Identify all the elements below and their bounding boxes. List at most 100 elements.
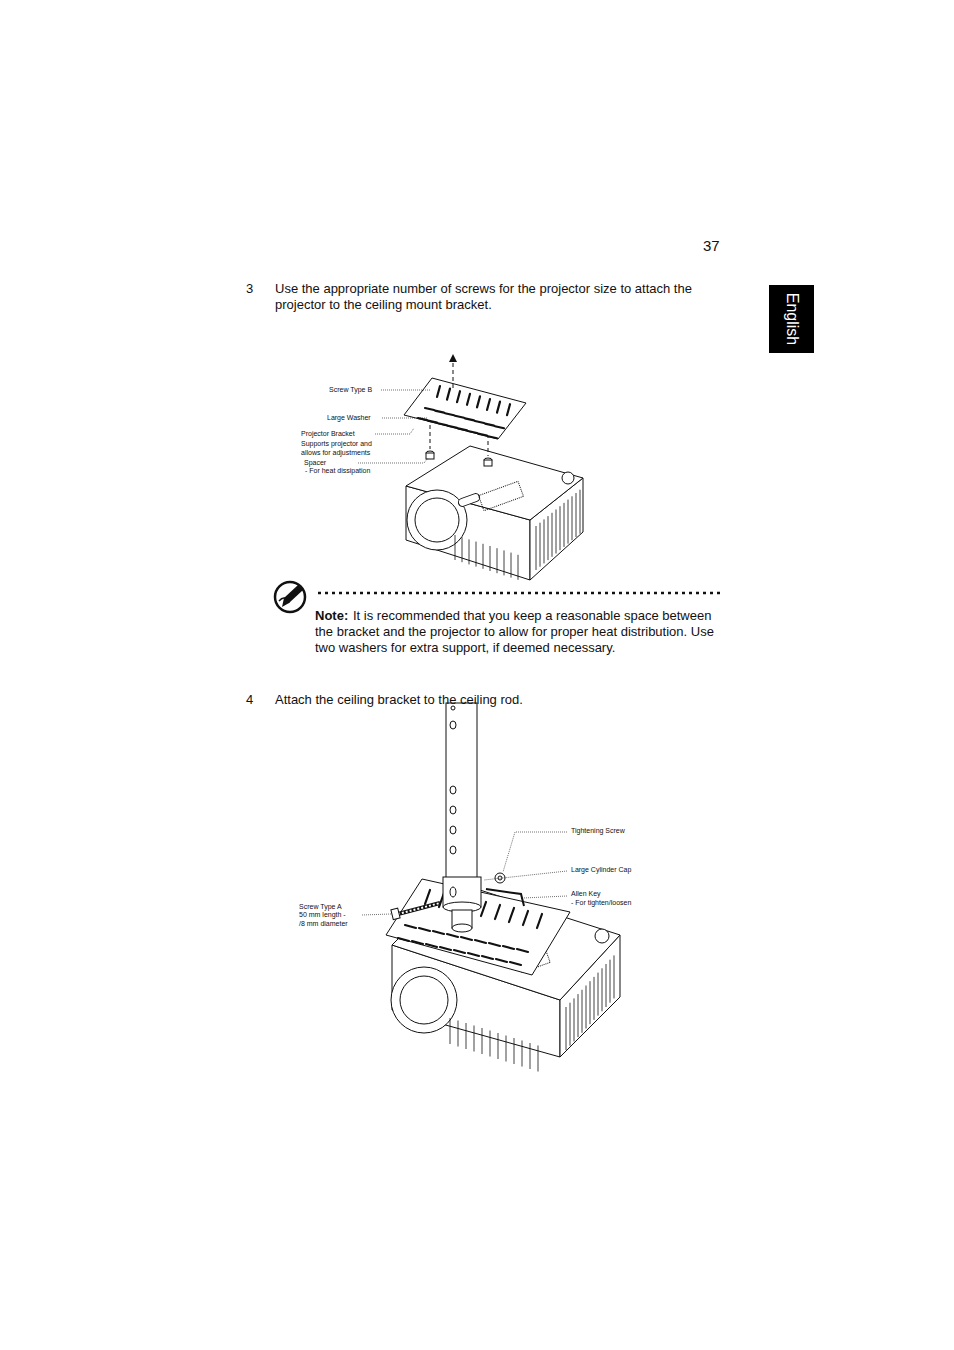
part-description: - For heat dissipation xyxy=(305,467,370,475)
illustration-part xyxy=(578,994,579,1037)
leader-line xyxy=(523,896,567,898)
tightening-screw xyxy=(495,873,505,883)
part-label: Projector Bracket xyxy=(301,430,355,438)
illustration-part xyxy=(454,950,465,953)
note-text: It is recommended that you keep a reason… xyxy=(315,608,720,656)
illustration-part xyxy=(503,946,514,949)
illustration-part xyxy=(530,1043,531,1069)
step-number: 3 xyxy=(246,281,253,297)
screw-type-a xyxy=(398,903,440,914)
illustration-part xyxy=(476,542,477,567)
projector-bracket-plate xyxy=(404,378,526,439)
projector-foot xyxy=(562,472,574,484)
illustration-part xyxy=(475,940,486,943)
part-label: Large Cylinder Cap xyxy=(571,866,631,874)
illustration-part xyxy=(495,426,504,428)
illustration-part xyxy=(481,902,486,916)
illustration-part xyxy=(450,1018,451,1044)
illustration-part xyxy=(440,947,451,950)
projector-lens xyxy=(407,490,467,550)
screw-head xyxy=(391,908,400,919)
leader-line xyxy=(382,418,427,419)
part-label: Allen Key xyxy=(571,890,601,898)
leader-line xyxy=(362,914,391,915)
illustration-part xyxy=(536,526,537,570)
illustration-part xyxy=(437,386,440,397)
illustration-part xyxy=(507,404,510,415)
projector-figure xyxy=(404,358,583,580)
illustration-part xyxy=(412,941,423,944)
illustration-part xyxy=(461,937,472,940)
note-rule xyxy=(318,592,722,595)
spacer xyxy=(484,460,492,466)
illustration-part xyxy=(572,496,573,540)
illustration-part xyxy=(482,956,493,959)
tightening-screw xyxy=(498,876,502,880)
illustration-part xyxy=(282,585,303,607)
note-icon xyxy=(275,582,305,612)
illustration-part xyxy=(475,421,484,423)
rod-hole xyxy=(450,806,456,814)
illustration-part xyxy=(614,955,615,998)
illustration-part xyxy=(582,990,583,1033)
illustration-part xyxy=(425,890,430,904)
projector-lens-inner xyxy=(400,976,448,1024)
illustration-part xyxy=(458,1021,459,1047)
illustration-part xyxy=(483,544,484,569)
illustration-part xyxy=(598,973,599,1016)
illustration-part xyxy=(457,391,460,402)
illustration-part xyxy=(445,413,454,415)
leader-line xyxy=(375,428,414,434)
step-text: Use the appropriate number of screws for… xyxy=(275,281,727,313)
illustration-part xyxy=(478,434,487,436)
illustration-part xyxy=(469,539,470,564)
illustration-part xyxy=(506,1036,507,1062)
part-label: Large Washer xyxy=(327,414,371,422)
illustration-part xyxy=(586,986,587,1029)
illustration-part xyxy=(570,1003,571,1046)
illustration-part xyxy=(425,408,434,410)
illustration-part xyxy=(514,1038,515,1064)
illustration-part xyxy=(438,423,447,425)
illustration-part xyxy=(426,944,437,947)
illustration-part xyxy=(537,914,542,928)
leader-line xyxy=(484,871,567,880)
illustration-part xyxy=(485,424,494,426)
projector-slot xyxy=(457,492,480,507)
dimension: /8 mm diameter xyxy=(299,920,348,928)
illustration-part xyxy=(488,436,497,438)
spacer xyxy=(426,453,434,459)
part-description: - For tighten/loosen xyxy=(571,899,631,907)
projector-foot xyxy=(595,929,609,943)
ceiling-rod xyxy=(446,703,477,879)
illustration-part xyxy=(517,949,528,952)
illustration-part xyxy=(474,1026,475,1052)
projector-lens-inner xyxy=(415,498,459,542)
illustration-part xyxy=(602,968,603,1011)
illustration-part xyxy=(606,964,607,1007)
illustration-part xyxy=(510,962,521,965)
direction-arrow xyxy=(453,358,454,388)
illustration-part xyxy=(419,928,430,931)
rod-hole xyxy=(450,786,456,794)
illustration-part xyxy=(610,960,611,1003)
illustration-part xyxy=(465,418,474,420)
illustration-part xyxy=(504,550,505,575)
illustration-part xyxy=(398,938,409,941)
illustration-part xyxy=(518,555,519,580)
illustration-part xyxy=(428,421,437,423)
illustration-part xyxy=(540,523,541,567)
illustration-part xyxy=(279,598,289,603)
projector-figure xyxy=(386,703,620,1072)
illustration-part xyxy=(458,428,467,430)
illustration-part xyxy=(560,506,561,550)
projector-vent xyxy=(479,481,524,510)
illustration-part xyxy=(522,1041,523,1067)
illustration-part xyxy=(580,490,581,534)
illustration-part xyxy=(477,396,480,407)
illustration-part xyxy=(433,931,444,934)
projector-lens xyxy=(391,967,457,1033)
illustration-part xyxy=(482,1028,483,1054)
illustration-part xyxy=(447,389,450,400)
